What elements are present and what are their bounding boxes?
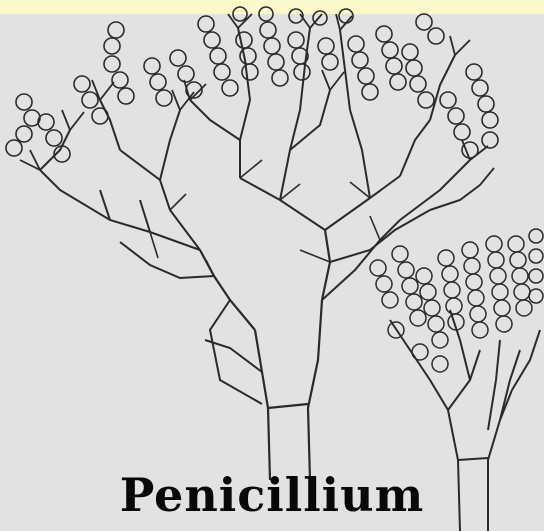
caption-title: Penicillium	[0, 472, 544, 518]
